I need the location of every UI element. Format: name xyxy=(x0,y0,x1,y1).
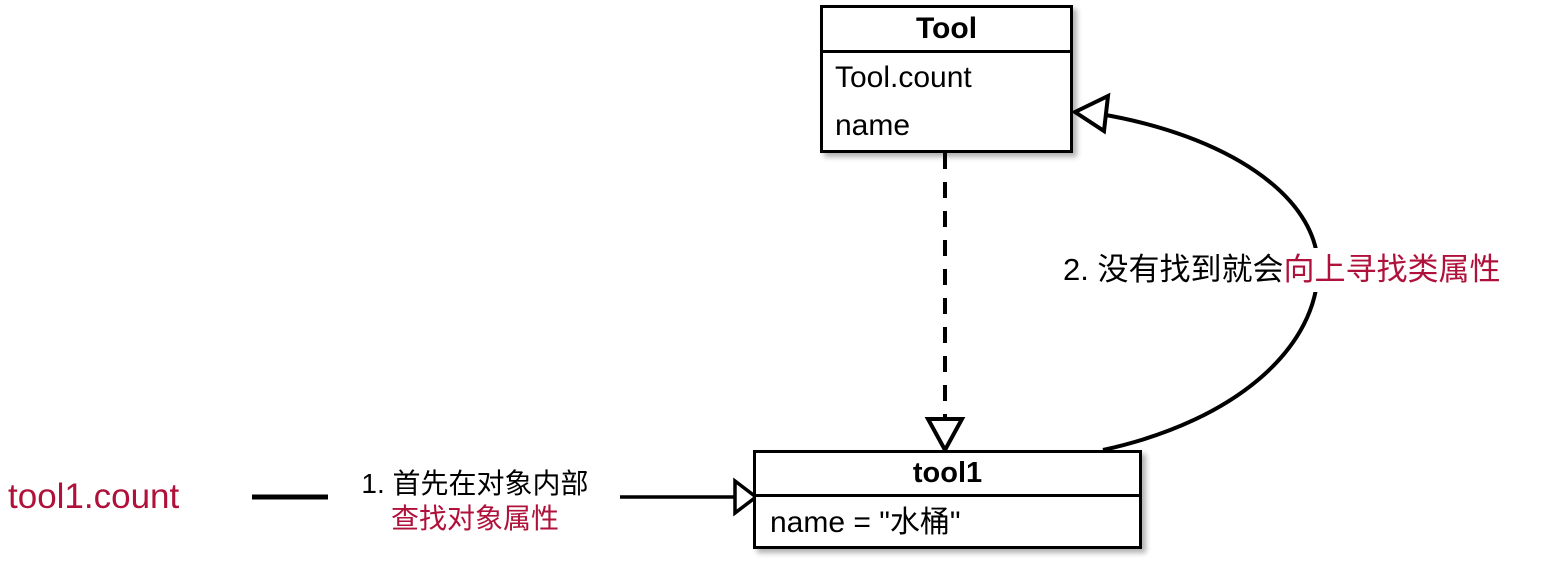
tool-class-title: Tool xyxy=(823,8,1070,53)
tool1-object-attribute-name: name = "水桶" xyxy=(770,506,961,539)
step1-label: 1. 首先在对象内部 查找对象属性 xyxy=(334,466,616,536)
tool-class-attribute-count: Tool.count xyxy=(835,60,972,94)
instantiation-arrow-head-icon xyxy=(924,417,966,455)
tool-class-box[interactable]: Tool Tool.count name xyxy=(820,5,1073,153)
tool1-object-attributes: name = "水桶" xyxy=(756,497,1139,549)
step2-label-red-part: 向上寻找类属性 xyxy=(1283,252,1501,287)
tool1-object-box[interactable]: tool1 name = "水桶" xyxy=(753,450,1142,549)
expression-label: tool1.count xyxy=(8,477,180,516)
step2-label: 2. 没有找到就会向上寻找类属性 xyxy=(1063,250,1500,290)
step1-label-line1: 1. 首先在对象内部 xyxy=(361,468,589,499)
tool-class-attribute-name: name xyxy=(835,108,911,142)
tool-class-attributes: Tool.count name xyxy=(823,53,1070,150)
class-lookup-arrow-head-icon xyxy=(1070,92,1111,135)
step2-label-black-part: 2. 没有找到就会 xyxy=(1063,252,1284,287)
step1-label-line2: 查找对象属性 xyxy=(390,503,559,534)
tool1-object-title: tool1 xyxy=(756,453,1139,497)
